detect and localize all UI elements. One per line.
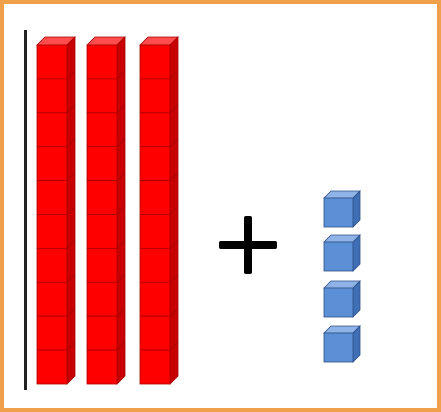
rod-side-divider (66, 274, 76, 283)
rod-unit-cube (36, 146, 68, 181)
rod-side-divider (66, 307, 76, 317)
tens-rod (86, 36, 126, 385)
plus-sign (219, 216, 277, 274)
rod-unit-cube (86, 78, 118, 114)
cube-front-face (323, 287, 354, 318)
rod-side-divider (169, 307, 179, 317)
rod-side-divider (66, 104, 76, 114)
rod-side-divider (66, 206, 76, 215)
rod-side-divider (66, 240, 76, 249)
plus-vertical-bar (244, 216, 252, 274)
rod-unit-cube (36, 44, 68, 80)
rod-unit-cube (36, 180, 68, 215)
rod-unit-cube (86, 247, 118, 283)
rod-side-divider (169, 341, 179, 351)
rod-side-divider (169, 104, 179, 114)
rod-unit-cube (36, 349, 68, 385)
rod-unit-cube (139, 214, 171, 249)
rod-unit-cube (36, 315, 68, 351)
rod-unit-cube (36, 214, 68, 249)
cube-side-face (352, 190, 361, 228)
rod-unit-cube (139, 112, 171, 148)
rod-side-divider (169, 240, 179, 249)
rod-side-divider (169, 70, 179, 80)
rod-unit-cube (36, 281, 68, 317)
rod-side-divider (169, 36, 179, 46)
rod-unit-cube (86, 112, 118, 148)
rod-unit-cube (36, 247, 68, 283)
rod-side-divider (116, 172, 126, 181)
rod-unit-cube (36, 112, 68, 148)
rod-unit-cube (139, 349, 171, 385)
tens-rods (36, 36, 179, 385)
cube-front-face (323, 241, 354, 272)
unit-cube (323, 325, 361, 363)
rod-side-divider (66, 36, 76, 46)
unit-cube (323, 190, 361, 228)
rod-side-divider (66, 138, 76, 147)
rod-unit-cube (139, 247, 171, 283)
rod-side-divider (116, 307, 126, 317)
rod-side-divider (116, 36, 126, 46)
tens-rod (139, 36, 179, 385)
rod-side-divider (66, 172, 76, 181)
rod-side-divider (116, 138, 126, 147)
cube-side-face (352, 280, 361, 318)
cube-side-face (352, 325, 361, 363)
rod-side-divider (116, 206, 126, 215)
rod-unit-cube (139, 180, 171, 215)
rod-side-divider (116, 274, 126, 283)
tens-rod (36, 36, 76, 385)
rod-side-divider (169, 172, 179, 181)
left-divider-line (24, 30, 27, 390)
rod-unit-cube (86, 214, 118, 249)
rod-unit-cube (86, 281, 118, 317)
rod-unit-cube (139, 44, 171, 80)
rod-unit-cube (86, 146, 118, 181)
rod-unit-cube (139, 315, 171, 351)
rod-side-divider (169, 206, 179, 215)
rod-side-divider (169, 274, 179, 283)
rod-side-divider (116, 240, 126, 249)
unit-cube (323, 234, 361, 272)
rod-unit-cube (86, 180, 118, 215)
rod-unit-cube (139, 146, 171, 181)
rod-unit-cube (86, 44, 118, 80)
cube-front-face (323, 332, 354, 363)
rod-unit-cube (86, 349, 118, 385)
rod-unit-cube (86, 315, 118, 351)
cube-front-face (323, 197, 354, 228)
unit-cube (323, 280, 361, 318)
cube-side-face (352, 234, 361, 272)
rod-side-divider (169, 138, 179, 147)
rod-unit-cube (36, 78, 68, 114)
rod-side-divider (116, 341, 126, 351)
rod-side-divider (66, 341, 76, 351)
rod-unit-cube (139, 78, 171, 114)
rod-side-divider (116, 70, 126, 80)
rod-unit-cube (139, 281, 171, 317)
ones-cubes (323, 190, 361, 363)
rod-side-divider (66, 70, 76, 80)
rod-side-divider (116, 104, 126, 114)
